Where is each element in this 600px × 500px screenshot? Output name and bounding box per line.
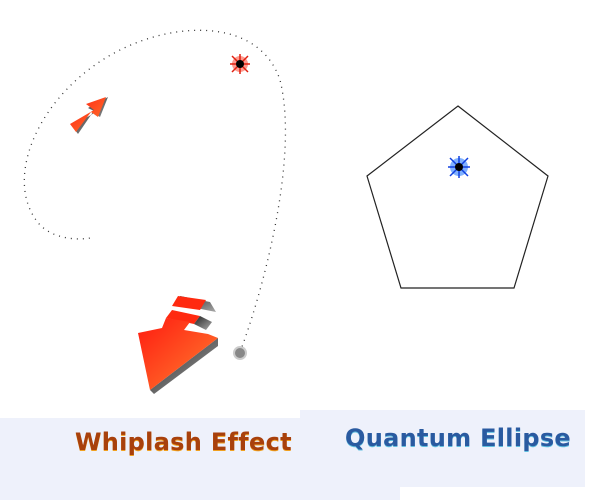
pentagon-shape <box>366 105 549 289</box>
blue-spark-icon <box>448 156 470 178</box>
small-arrow-icon[interactable] <box>70 97 108 134</box>
whiplash-effect-label[interactable]: Whiplash Effect <box>75 428 292 456</box>
quantum-ellipse-label[interactable]: Quantum Ellipse <box>345 424 572 452</box>
path-end-handle[interactable] <box>233 346 247 360</box>
large-arrow-icon[interactable] <box>138 296 218 394</box>
motion-path <box>23 29 287 353</box>
red-spark-icon <box>230 54 250 74</box>
quantum-panel <box>300 410 585 487</box>
